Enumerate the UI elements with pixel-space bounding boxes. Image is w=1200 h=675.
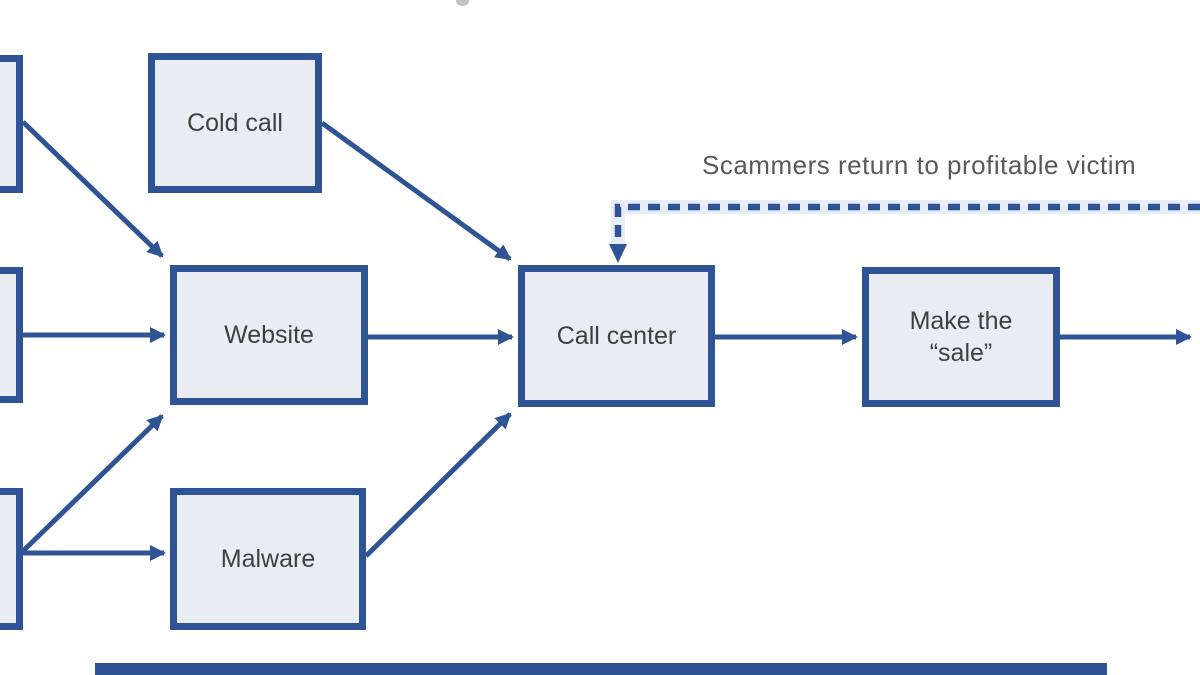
annotation-scammers-return: Scammers return to profitable victim	[702, 150, 1137, 180]
node-cold-call: Cold call	[148, 53, 322, 193]
node-label-call-center: Call center	[556, 321, 677, 350]
bottom-bar-fragment	[95, 663, 1107, 675]
node-label-website: Website	[224, 320, 314, 349]
node-make-sale: Make the “sale”	[862, 267, 1060, 407]
node-label-cold-call: Cold call	[187, 108, 283, 137]
node-offscreen-middle	[0, 267, 23, 403]
node-malware: Malware	[170, 488, 366, 630]
arrow-leftbottom-to-website	[19, 414, 164, 555]
return-loop-arrowhead	[609, 244, 627, 263]
arrow-lefttop-to-website	[21, 120, 164, 258]
node-label-make-sale: Make the “sale”	[909, 306, 1013, 368]
return-loop-halo	[611, 200, 1200, 246]
node-website: Website	[170, 265, 368, 405]
node-call-center: Call center	[518, 265, 715, 407]
node-label-malware: Malware	[220, 544, 316, 573]
arrow-malware-to-callcenter	[364, 412, 512, 558]
arrow-coldcall-to-callcenter	[320, 120, 512, 262]
node-offscreen-bottom	[0, 488, 23, 630]
top-edge-fragment	[456, 0, 469, 6]
return-loop-dashed-line	[614, 203, 1200, 244]
node-offscreen-top	[0, 55, 23, 193]
